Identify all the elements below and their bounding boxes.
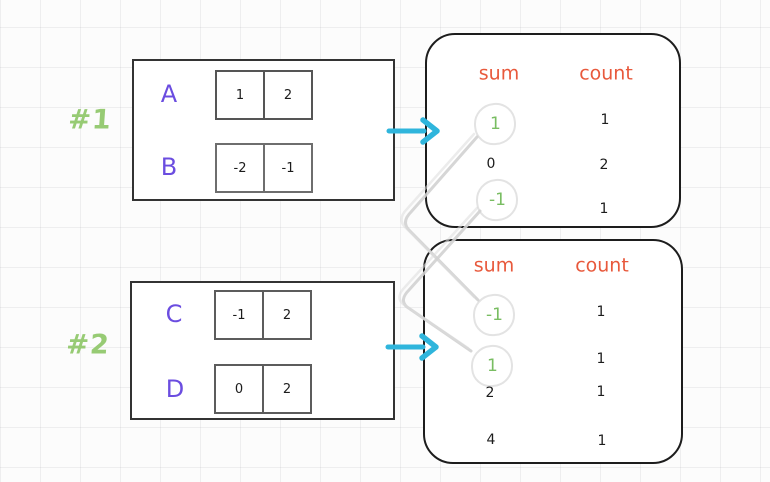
sum-map2-box: sum count -1 1 1 1 2 1 4 1: [423, 239, 683, 464]
array-a-cells: 1 2: [215, 70, 313, 120]
array-d-cells: 0 2: [214, 364, 312, 414]
sum-value: 0: [486, 156, 496, 172]
map1-sum-header: sum: [478, 62, 520, 85]
example1-box: A 1 2 B -2 -1: [132, 59, 395, 201]
array-cell: 1: [215, 70, 265, 120]
count-value: 1: [596, 304, 606, 320]
array-cell: -1: [214, 290, 264, 340]
count-value: 1: [600, 112, 610, 128]
array-cell: -2: [215, 143, 265, 193]
map1-count-header: count: [579, 62, 633, 85]
highlight-circle: -1: [471, 292, 517, 338]
example2-label: #2: [65, 329, 111, 361]
example1-label: #1: [67, 104, 113, 136]
array-c-cells: -1 2: [214, 290, 312, 340]
sum-map1-box: sum count 1 1 0 2 -1 1: [425, 33, 681, 228]
count-value: 1: [596, 351, 606, 367]
highlight-circle: 1: [472, 101, 518, 147]
count-value: 1: [599, 201, 609, 217]
count-value: 1: [597, 433, 607, 449]
array-b-cells: -2 -1: [215, 143, 313, 193]
count-value: 1: [596, 384, 606, 400]
array-cell: 2: [262, 364, 312, 414]
count-value: 2: [599, 157, 609, 173]
array-cell: 0: [214, 364, 264, 414]
array-cell: 2: [262, 290, 312, 340]
sum-value: 1: [486, 355, 498, 376]
sum-value: 2: [485, 385, 495, 401]
map2-sum-header: sum: [473, 254, 515, 277]
sum-value: 1: [489, 113, 501, 134]
array-cell: 2: [263, 70, 313, 120]
map2-count-header: count: [575, 254, 629, 277]
array-b-letter: B: [160, 153, 178, 181]
array-a-letter: A: [160, 80, 178, 108]
sum-value: 4: [486, 432, 496, 448]
highlight-circle: -1: [474, 177, 520, 223]
array-cell: -1: [263, 143, 313, 193]
sum-value: -1: [485, 304, 503, 325]
highlight-circle: 1: [469, 343, 515, 389]
array-d-letter: D: [165, 375, 185, 403]
array-c-letter: C: [165, 300, 183, 328]
sum-value: -1: [488, 189, 506, 210]
example2-box: C -1 2 D 0 2: [130, 281, 395, 420]
